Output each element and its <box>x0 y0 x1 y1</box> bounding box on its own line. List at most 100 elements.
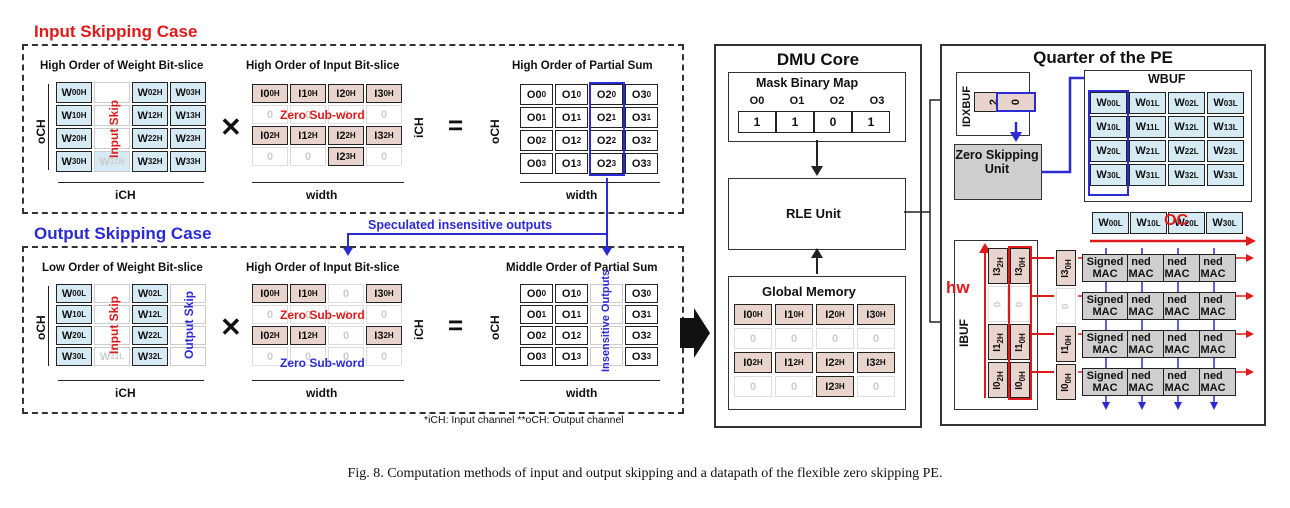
equals-2: = <box>448 310 464 340</box>
gm-cell: 0 <box>775 376 813 397</box>
weight2-cell <box>170 326 206 345</box>
input2-cell: 0 <box>328 305 364 324</box>
arrow-mask-rle <box>816 140 818 170</box>
hw-arrow <box>984 250 986 398</box>
mask-value: 1 <box>776 111 814 133</box>
weight2-cell <box>94 284 130 303</box>
gm-cell: 0 <box>857 376 895 397</box>
zero-subword-2b: Zero Sub-word <box>280 356 365 370</box>
wbuf-highlight <box>1088 90 1129 196</box>
input-case-title: Input Skipping Case <box>34 22 198 41</box>
output-case-title: Output Skipping Case <box>34 224 212 243</box>
ibuf-cell: I10H <box>1010 324 1030 360</box>
width-arrow-2 <box>252 380 404 381</box>
signed-mac: Signed MAC <box>1082 292 1128 320</box>
ibuf-cell: I30H <box>1056 250 1076 286</box>
weight2-cell <box>170 347 206 366</box>
pe-title: Quarter of the PE <box>1033 48 1173 67</box>
signed-mac: Signed MAC <box>1082 368 1128 396</box>
ich-arrow-2 <box>58 380 204 381</box>
figure-caption: Fig. 8. Computation methods of input and… <box>347 466 943 481</box>
weight-cell <box>94 128 130 149</box>
ibuf-cell: I10H <box>1056 326 1076 362</box>
psum2-cell <box>590 326 623 345</box>
oc-label: OC <box>1164 212 1188 229</box>
ibuf-cell: 0 <box>1010 286 1030 322</box>
signed-mac: Signed MAC <box>1082 254 1128 282</box>
weight-cell <box>94 105 130 126</box>
arrowhead-1 <box>811 166 823 176</box>
input2-cell: 0 <box>328 326 364 345</box>
ibuf-cell: I02H <box>988 362 1008 398</box>
psum-highlight-1 <box>589 82 625 176</box>
input-cell: 0 <box>366 147 402 166</box>
input-cell: 0 <box>290 105 326 124</box>
hw-label: hw <box>946 278 970 297</box>
zsu-box <box>954 144 1042 200</box>
weight-title-1: High Order of Weight Bit-slice <box>40 60 204 72</box>
input-cell: 0 <box>366 105 402 124</box>
ich-arrow-1 <box>58 182 204 183</box>
big-arrow-icon <box>680 308 710 358</box>
psum-title-1: High Order of Partial Sum <box>512 60 653 72</box>
ich-label-2: iCH <box>115 386 136 400</box>
input2-cell: 0 <box>252 305 288 324</box>
footnote: *iCH: Input channel **oCH: Output channe… <box>424 414 624 426</box>
input-cell: 0 <box>252 147 288 166</box>
gm-cell: 0 <box>816 328 854 349</box>
zsu-label: Zero Skipping Unit <box>955 148 1039 176</box>
width-arrow-1b <box>520 182 660 183</box>
oc-arrow <box>1090 236 1256 246</box>
ich-label-1: iCH <box>115 188 136 202</box>
zero-subword-1: Zero Sub-word <box>280 108 365 122</box>
input2-cell: 0 <box>290 347 326 366</box>
